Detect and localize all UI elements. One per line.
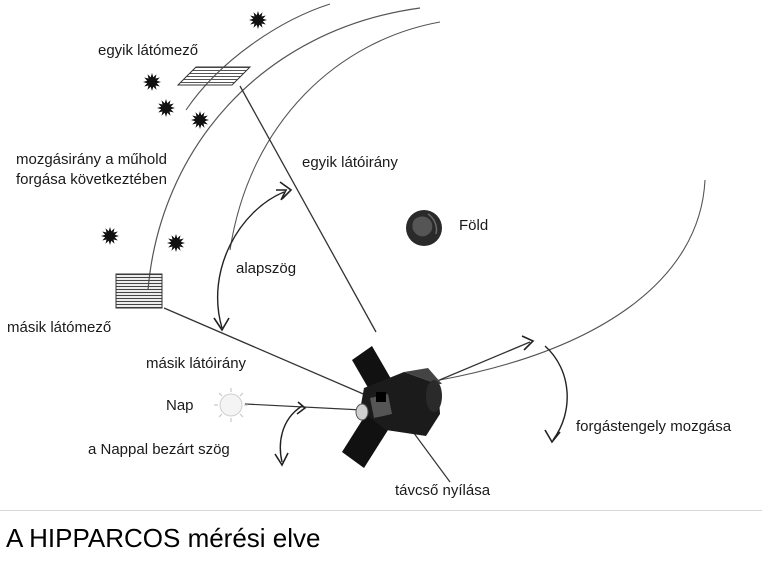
arrowhead-icon	[276, 189, 288, 201]
sun-icon	[214, 388, 248, 422]
scan-circle-arc	[229, 21, 706, 381]
base-angle-label: alapszög	[236, 260, 297, 277]
sun-angle-arc	[279, 405, 303, 463]
sight-direction-two-label: másik látóirány	[146, 355, 247, 372]
field-of-view-one-label: egyik látómező	[98, 42, 199, 59]
rotation-axis-line	[429, 341, 531, 385]
arrowhead-icon	[213, 317, 230, 332]
star-icon	[157, 99, 175, 117]
arrowhead-icon	[279, 181, 293, 200]
satellite-icon	[342, 346, 442, 468]
motion-direction-label: mozgásirány a műhold forgása következtéb…	[16, 151, 167, 188]
sight-direction-one-label: egyik látóirány	[302, 154, 398, 171]
star-group	[101, 11, 267, 252]
base-angle-arc	[217, 191, 285, 329]
axis-motion-label: forgástengely mozgása	[576, 418, 732, 435]
aperture-label: távcső nyílása	[395, 482, 491, 499]
star-icon	[249, 11, 267, 29]
earth-label: Föld	[459, 217, 489, 234]
arrowhead-icon	[544, 429, 561, 444]
sun-angle-label: a Nappal bezárt szög	[88, 441, 230, 458]
arrowhead-icon	[296, 401, 307, 415]
sight-line-one	[239, 85, 377, 333]
diagram-canvas	[101, 3, 706, 483]
axis-motion-arc	[544, 345, 568, 441]
field-of-view-two-label: másik látómező	[7, 319, 112, 336]
star-icon	[143, 73, 161, 91]
star-icon	[191, 111, 209, 129]
orbit-arc-inner	[185, 3, 331, 111]
earth-icon	[406, 210, 442, 246]
field-of-view-plate-one	[176, 66, 252, 86]
field-of-view-plate-two	[115, 273, 163, 309]
star-icon	[167, 234, 185, 252]
sight-line-two	[163, 307, 369, 397]
arrowhead-icon	[521, 335, 535, 351]
arrowhead-icon	[274, 452, 289, 467]
caption-text: A HIPPARCOS mérési elve	[6, 523, 321, 553]
star-icon	[101, 227, 119, 245]
sun-label: Nap	[166, 397, 194, 414]
caption-bar: A HIPPARCOS mérési elve	[0, 510, 762, 567]
orbit-arc-outer	[147, 7, 421, 291]
